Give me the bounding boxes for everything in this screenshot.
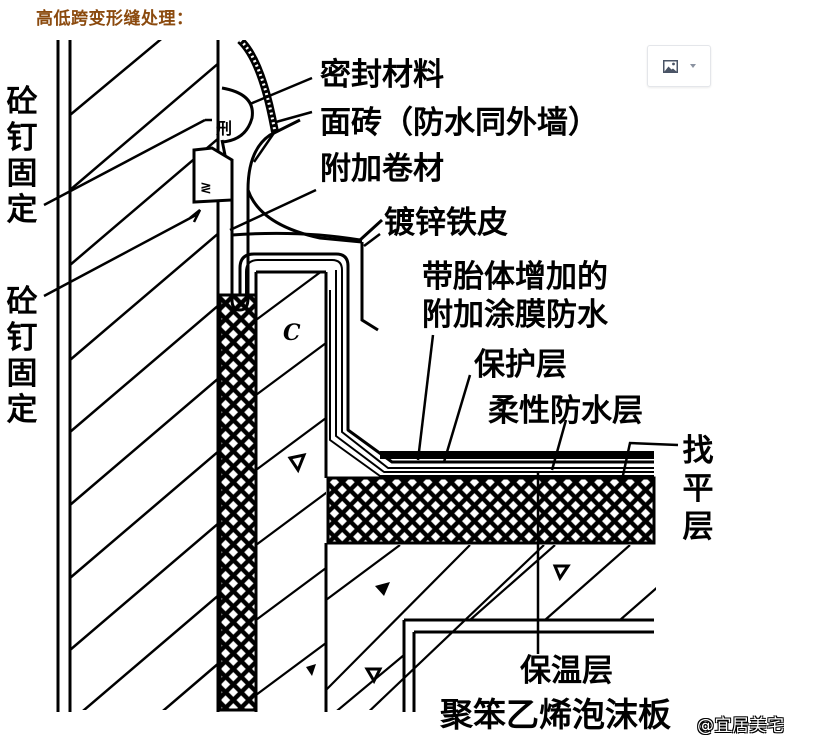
anchor-bracket — [192, 146, 234, 204]
label-galvanized-sheet: 镀锌铁皮 — [384, 205, 508, 241]
label-leveling-layer: 找平层 — [682, 433, 714, 545]
insulation-board — [326, 476, 656, 545]
label-anchor-bolt-1: 砼钉固定 — [6, 84, 38, 228]
label-reinforced-coating-2: 附加涂膜防水 — [422, 297, 608, 333]
watermark: @宜居美宅 — [697, 716, 785, 736]
waterproof-layers — [238, 252, 654, 477]
label-flexible-waterproof: 柔性防水层 — [488, 393, 643, 429]
face-tile — [237, 40, 279, 133]
label-sealant: 密封材料 — [320, 57, 444, 93]
page-title: 高低跨变形缝处理： — [36, 9, 194, 29]
label-face-tile: 面砖（防水同外墙） — [320, 105, 599, 141]
caret-down-icon — [689, 64, 696, 68]
column — [254, 270, 328, 712]
label-reinforced-coating-1: 带胎体增加的 — [422, 259, 608, 295]
label-insulation-1: 保温层 — [520, 653, 613, 689]
label-protective-layer: 保护层 — [474, 347, 567, 383]
leader-lines — [43, 76, 679, 654]
image-options-button[interactable] — [647, 45, 711, 87]
joint-filler — [218, 293, 258, 712]
svg-text:刑: 刑 — [216, 119, 232, 138]
label-extra-membrane: 附加卷材 — [320, 151, 444, 187]
svg-text:≷: ≷ — [200, 180, 212, 196]
sealant — [221, 86, 254, 144]
label-insulation-2: 聚笨乙烯泡沫板 — [440, 695, 671, 734]
expansion-joint-diagram: C 刑 ≷ — [43, 40, 679, 712]
label-anchor-bolt-2: 砼钉固定 — [6, 284, 38, 428]
outer-wall — [56, 40, 220, 712]
image-icon — [662, 59, 678, 73]
concrete-symbol-c: C — [283, 320, 301, 346]
